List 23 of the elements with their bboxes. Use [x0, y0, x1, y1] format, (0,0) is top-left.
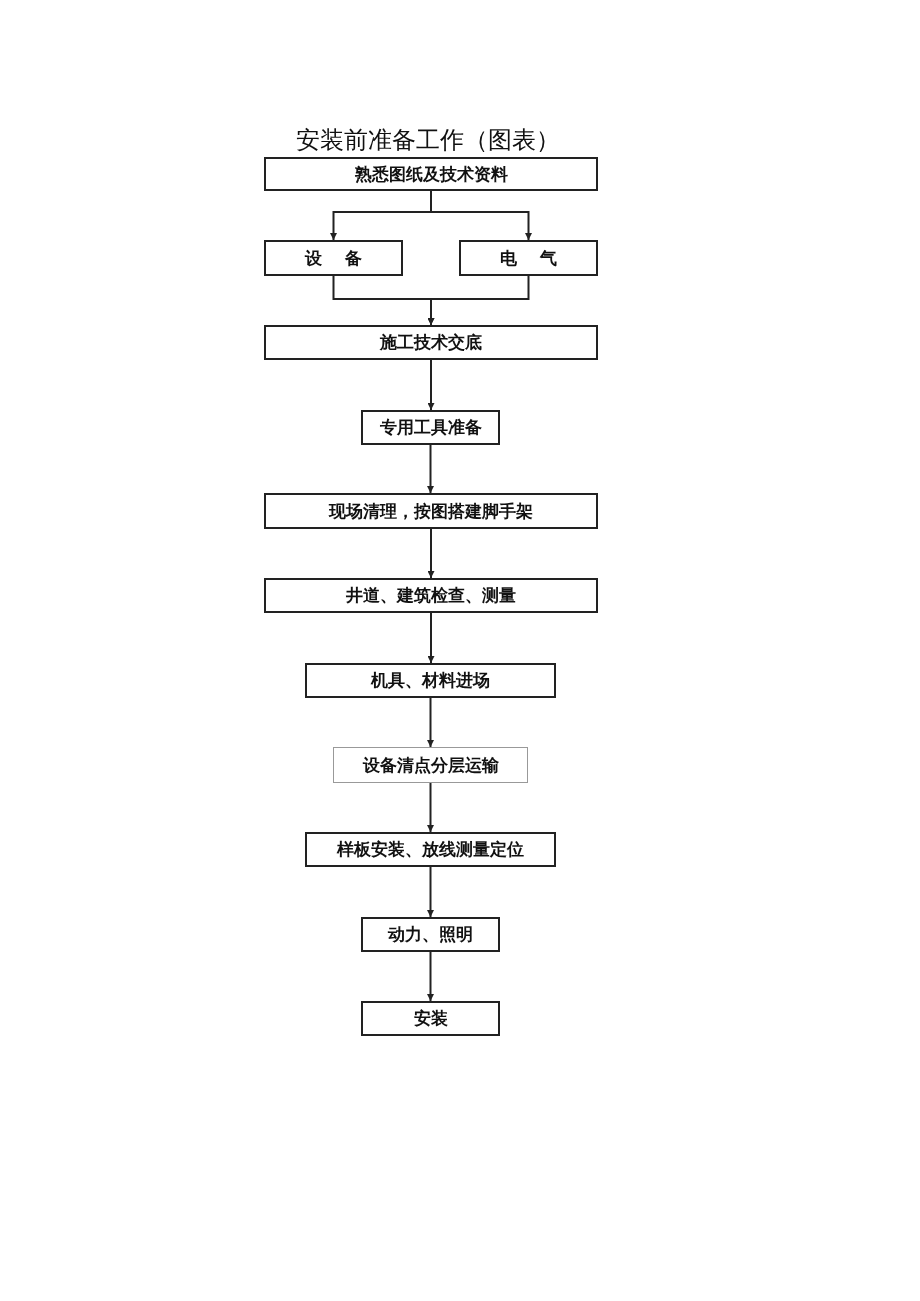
process-box: 现场清理，按图搭建脚手架 [264, 493, 598, 529]
process-box: 熟悉图纸及技术资料 [264, 157, 598, 191]
arrow [430, 190, 532, 241]
arrow [427, 951, 434, 1002]
process-box: 样板安装、放线测量定位 [305, 832, 556, 867]
process-box: 设备清点分层运输 [333, 747, 528, 783]
process-box: 安装 [361, 1001, 500, 1036]
arrow [427, 866, 434, 918]
process-box: 施工技术交底 [264, 325, 598, 360]
arrow [427, 444, 434, 494]
arrow [427, 697, 434, 748]
arrow [427, 612, 435, 664]
arrow [427, 528, 435, 579]
arrow [427, 275, 530, 326]
process-box: 专用工具准备 [361, 410, 500, 445]
arrow [427, 782, 434, 833]
title: 安装前准备工作（图表） [296, 125, 560, 156]
process-box: 动力、照明 [361, 917, 500, 952]
process-box: 机具、材料进场 [305, 663, 556, 698]
process-box: 设 备 [264, 240, 403, 276]
process-box: 电 气 [459, 240, 598, 276]
arrow [427, 359, 435, 411]
process-box: 井道、建筑检查、测量 [264, 578, 598, 613]
